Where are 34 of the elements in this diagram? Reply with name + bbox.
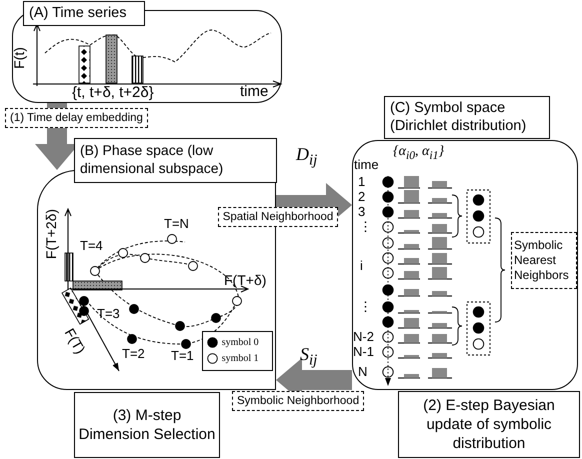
row-label: 2 (358, 189, 366, 205)
row-label: 1 (358, 174, 366, 190)
panel-heading: (C) Symbol space (Dirichlet distribution) (384, 96, 550, 139)
edge-label: Symbolic Neighborhood (232, 391, 364, 411)
row-label: N-2 (353, 329, 374, 345)
point-label: T=N (164, 216, 189, 232)
legend-text: symbol 1 (222, 353, 259, 364)
row-label: N (358, 364, 368, 380)
axis-tick-label: {t, t+δ, t+2δ} (72, 85, 154, 101)
row-label: ⋮ (359, 299, 372, 315)
row-label: 3 (358, 204, 366, 220)
e-step-box: (2) E-step Bayesian update of symbolic distribution (398, 391, 580, 458)
point-label: T=2 (122, 346, 145, 362)
panel-heading: (B) Phase space (low dimensional subspace) (74, 138, 277, 183)
panel-heading: (A) Time series (23, 1, 145, 26)
edge-symbol: D$_{ij}$ (296, 146, 318, 169)
legend-text: symbol 0 (222, 337, 259, 348)
axis-label: time (240, 84, 268, 100)
neighbors-note-box: Symbolic Nearest Neighbors (511, 232, 577, 289)
m-step-box: (3) M-step Dimension Selection (74, 392, 220, 458)
edge-symbol: S$_{ij}$ (300, 346, 318, 369)
edge-label: (1) Time delay embedding (5, 108, 148, 128)
axis-label: F(T+δ) (224, 272, 266, 288)
row-label: ⋮ (359, 219, 372, 235)
row-label: i (360, 258, 363, 274)
parameter-label: {α$_{i0}$, α$_{i1}$} (393, 144, 444, 164)
point-label: T=3 (97, 306, 120, 322)
point-label: T=1 (171, 348, 194, 364)
point-label: T=4 (80, 238, 103, 254)
row-label: N-1 (353, 344, 374, 360)
edge-label: Spatial Neighborhood (218, 206, 338, 227)
axis-label: F(t) (10, 47, 27, 69)
axis-label: F(T+2δ) (43, 208, 60, 260)
axis-label: time (354, 157, 379, 173)
